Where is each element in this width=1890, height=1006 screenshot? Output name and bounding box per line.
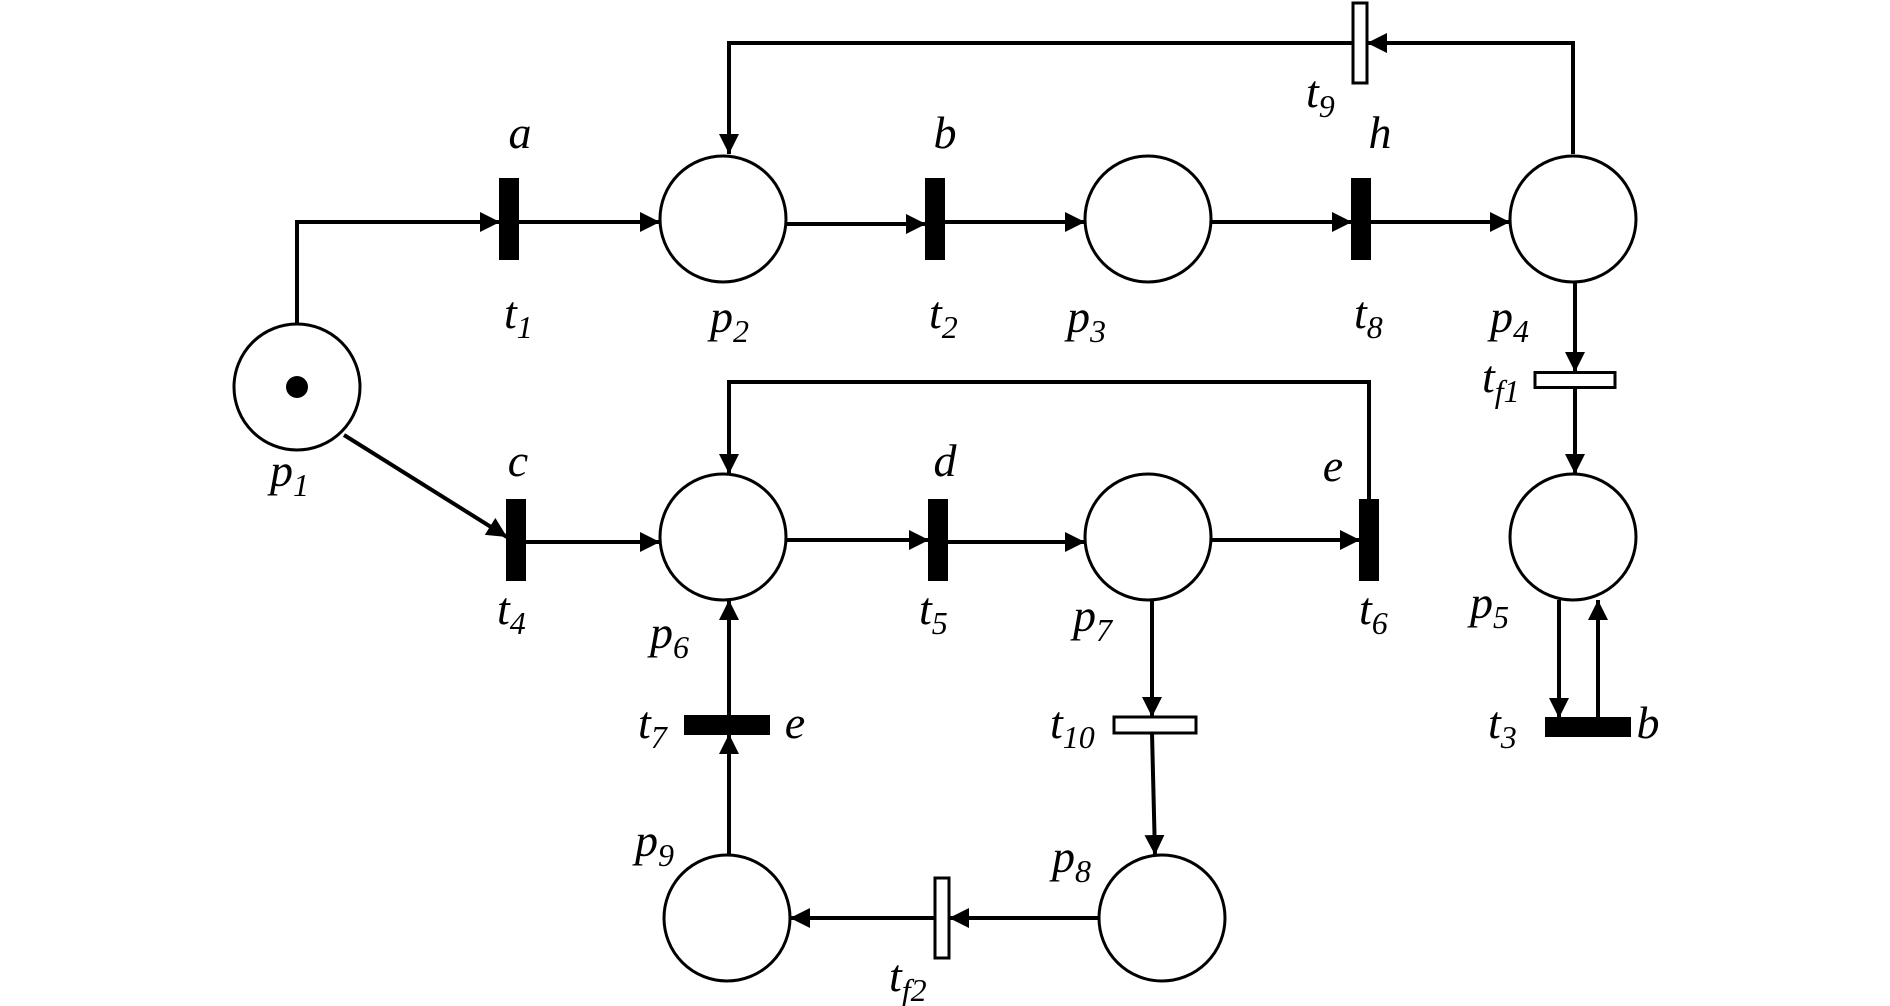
label-p3: p3 [1064, 291, 1106, 349]
arc-p4-t9 [1367, 33, 1575, 154]
label-tf1: tf1 [1482, 351, 1520, 409]
event-label-t2: b [934, 107, 957, 158]
place-p3 [1083, 154, 1213, 284]
label-t2: t2 [929, 287, 958, 345]
labels-layer: p1 p2 p3 p4 p5 p6 p7 p8 p9 t1 a t2 b t8 h t9 tf1 t3 b t4 c t5… [267, 66, 1660, 1006]
label-p7: p7 [1070, 590, 1114, 648]
arc-t10-p8 [1144, 732, 1165, 856]
event-label-t4: c [508, 435, 528, 486]
place-p8 [1097, 853, 1227, 983]
event-label-t8: h [1369, 107, 1392, 158]
label-t5: t5 [919, 583, 948, 641]
label-p4: p4 [1487, 291, 1529, 349]
label-p1: p1 [267, 445, 309, 503]
label-t1: t1 [504, 287, 533, 345]
transition-t9 [1351, 1, 1369, 85]
label-t6: t6 [1359, 583, 1388, 641]
transition-tf1 [1533, 371, 1617, 389]
transition-t2 [925, 178, 945, 260]
event-label-t6: e [1323, 440, 1343, 491]
arc-p1-t1 [295, 212, 500, 324]
label-t8: t8 [1354, 287, 1383, 345]
transition-t7 [684, 715, 770, 735]
token-p1 [286, 376, 308, 398]
transition-tf2 [933, 876, 951, 960]
label-t7: t7 [638, 697, 669, 755]
arc-t6-p6 [719, 380, 1371, 500]
event-label-t3: b [1637, 697, 1660, 748]
arc-t9-p2 [719, 41, 1353, 154]
event-label-t7: e [785, 697, 805, 748]
arc-p1-t4 [342, 433, 509, 539]
transition-t8 [1351, 178, 1371, 260]
transition-t5 [928, 499, 948, 581]
arcs-layer [295, 33, 1608, 928]
place-p2 [658, 154, 788, 284]
place-p9 [662, 853, 792, 983]
place-p5 [1508, 472, 1638, 602]
event-label-t1: a [509, 107, 532, 158]
label-tf2: tf2 [889, 950, 927, 1006]
label-p8: p8 [1049, 831, 1091, 889]
transition-t3 [1545, 717, 1631, 737]
label-p2: p2 [707, 291, 749, 349]
place-p7 [1083, 472, 1213, 602]
transition-t4 [506, 499, 526, 581]
label-t3: t3 [1488, 697, 1517, 755]
transition-t6 [1359, 499, 1379, 581]
label-t9: t9 [1306, 66, 1335, 124]
transition-t10 [1112, 715, 1198, 735]
place-p6 [658, 472, 788, 602]
label-p5: p5 [1467, 577, 1509, 635]
place-p4 [1508, 154, 1638, 284]
nodes-layer [232, 1, 1638, 983]
label-p6: p6 [647, 607, 689, 665]
transition-t1 [499, 178, 519, 260]
label-t10: t10 [1050, 697, 1095, 755]
label-p9: p9 [632, 815, 674, 873]
label-t4: t4 [497, 583, 526, 641]
event-label-t5: d [934, 435, 958, 486]
